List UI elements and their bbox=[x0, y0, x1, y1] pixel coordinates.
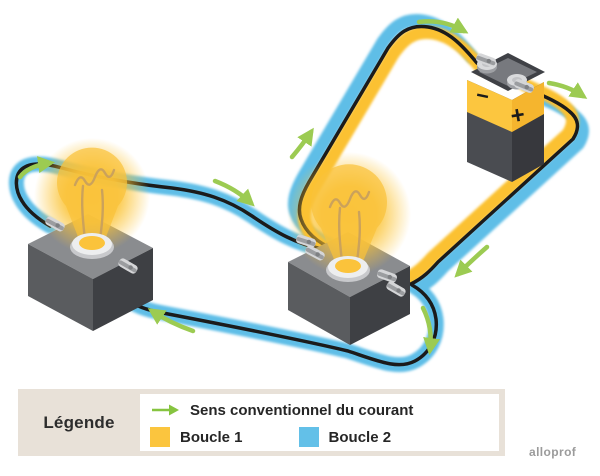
current-arrow-icon bbox=[152, 404, 179, 416]
battery-band-right bbox=[512, 82, 544, 132]
battery-band-left bbox=[467, 80, 512, 132]
current-arrow-bottom-left bbox=[147, 308, 196, 334]
battery-plus-label: + bbox=[508, 101, 526, 130]
legend-loop1-label: Boucle 1 bbox=[180, 428, 243, 446]
legend-loop2-label: Boucle 2 bbox=[328, 428, 392, 446]
bulb-center bbox=[287, 152, 411, 345]
current-arrow-left-to-center bbox=[212, 178, 255, 207]
legend-item-current: Sens conventionnel du courant bbox=[150, 398, 491, 422]
circuit-diagram: − + bbox=[0, 0, 600, 383]
loop2-swatch bbox=[298, 427, 319, 447]
battery: − + bbox=[467, 53, 545, 182]
legend-item-loops: Boucle 1 Boucle 2 bbox=[150, 425, 491, 449]
bulb-left-glass bbox=[57, 147, 127, 242]
legend: Légende Sens conventionnel du courant Bo… bbox=[18, 389, 505, 456]
bulb-left bbox=[28, 138, 153, 331]
current-arrow-left-turn bbox=[17, 156, 56, 180]
bulb-left-socket bbox=[70, 233, 114, 259]
current-arrow-diagonal-up bbox=[289, 127, 314, 160]
watermark: alloprof bbox=[529, 445, 577, 459]
bulb-center-glass bbox=[311, 164, 387, 264]
battery-minus-label: − bbox=[474, 82, 492, 109]
current-arrow-wrap-down bbox=[420, 305, 441, 356]
current-arrow-battery-out bbox=[546, 80, 588, 99]
current-arrow-top-apex bbox=[416, 17, 469, 34]
legend-panel: Sens conventionnel du courant Boucle 1 B… bbox=[140, 394, 499, 451]
legend-current-label: Sens conventionnel du courant bbox=[190, 401, 414, 419]
current-arrow-diagonal-down bbox=[454, 244, 490, 278]
current-arrows bbox=[17, 17, 588, 356]
legend-title: Légende bbox=[43, 412, 115, 432]
loop1-swatch bbox=[150, 427, 170, 447]
bulb-center-socket bbox=[326, 256, 370, 282]
